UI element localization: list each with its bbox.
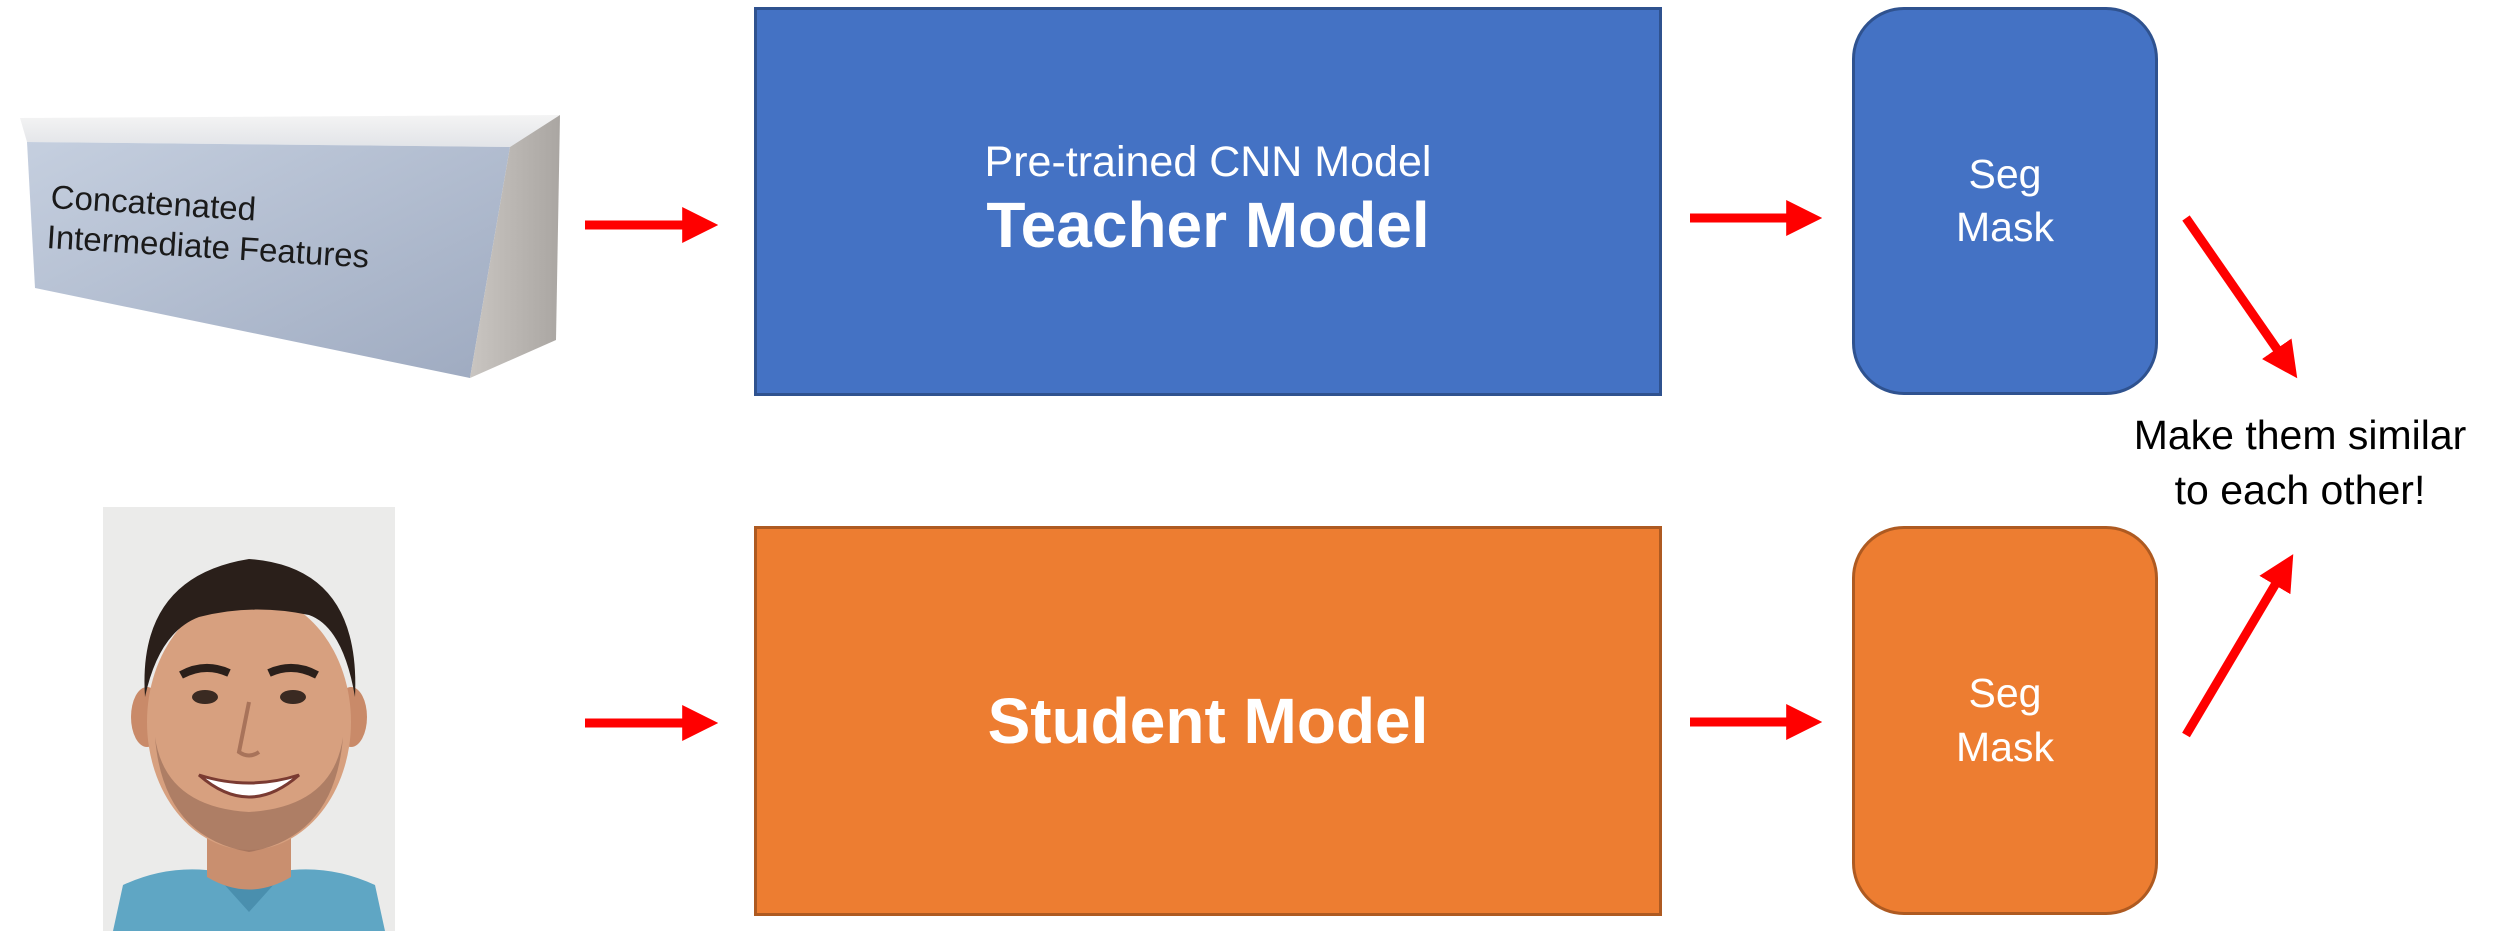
face-portrait-image [103,507,395,931]
teacher-seg-mask-line2: Mask [1956,204,2054,250]
smiling-man-portrait-icon [103,507,395,931]
teacher-model-block: Pre-trained CNN Model Teacher Model [754,7,1662,396]
student-seg-mask-block: Seg Mask [1852,526,2158,915]
teacher-seg-mask-block: Seg Mask [1852,7,2158,395]
teacher-model-subtitle: Pre-trained CNN Model [984,138,1432,187]
teacher-model-title: Teacher Model [986,188,1430,261]
feature-box-top [20,115,560,147]
teacher-seg-mask-line1: Seg [1968,150,2042,197]
student-model-block: Student Model [754,526,1662,916]
feature-box-side [470,115,560,378]
student-mask-to-caption-arrow-icon [2182,554,2294,738]
caption-line1: Make them similar [2133,412,2467,458]
caption-line2: to each other! [2174,467,2426,514]
student-model-title: Student Model [987,684,1429,757]
student-seg-mask-line2: Mask [1956,723,2054,770]
similarity-caption: Make them similar to each other! [2100,408,2500,519]
student-seg-mask-line1: Seg [1968,670,2042,717]
feature-label-line2: Intermediate Features [45,218,371,275]
teacher-mask-to-caption-arrow-icon [2182,215,2298,379]
